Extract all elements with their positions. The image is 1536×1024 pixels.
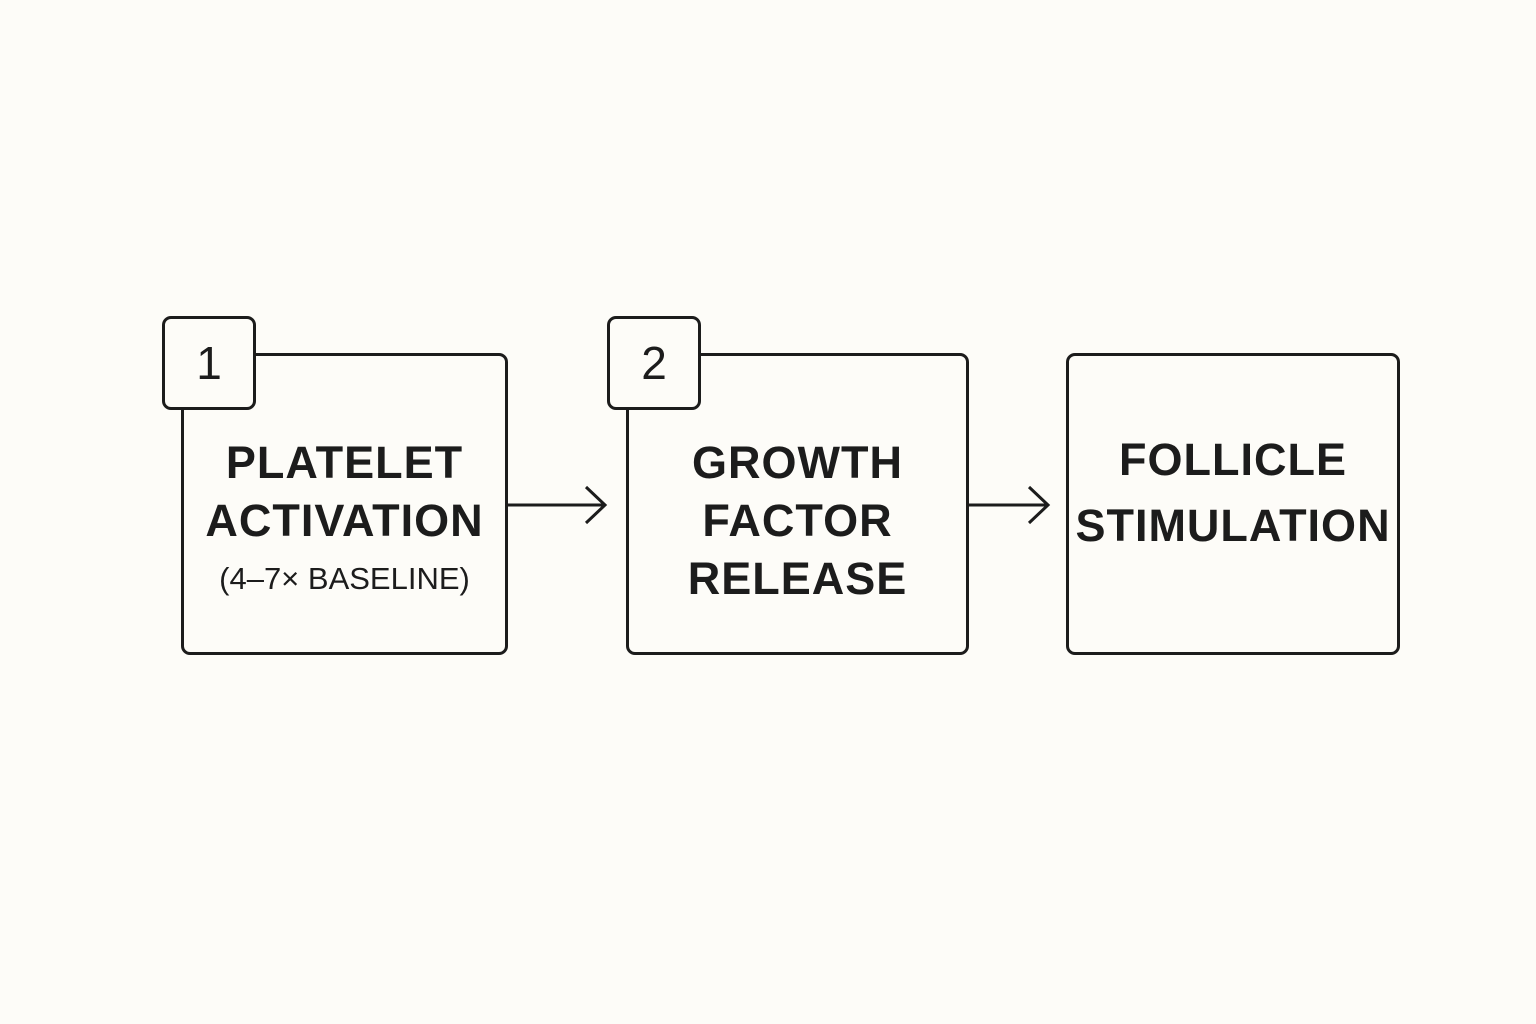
step-title-line: ACTIVATION	[205, 495, 484, 546]
step-title-line: PLATELET	[225, 437, 464, 488]
step-title-line: FACTOR	[702, 495, 893, 546]
step-number-1: 1	[196, 337, 222, 389]
step-box-platelet-activation: PLATELET ACTIVATION (4–7× BASELINE)	[181, 353, 508, 655]
step-title-line: FOLLICLE	[1119, 434, 1347, 485]
step-number-badge-2: 2	[607, 316, 701, 410]
step-title-line: GROWTH	[692, 437, 903, 488]
step-note: (4–7× BASELINE)	[219, 561, 470, 596]
step-title-line: RELEASE	[687, 553, 908, 604]
right-arrow-icon	[508, 485, 608, 525]
step-number-badge-1: 1	[162, 316, 256, 410]
step-title-line: STIMULATION	[1075, 500, 1391, 551]
right-arrow-icon	[969, 485, 1051, 525]
step-number-2: 2	[641, 337, 667, 389]
step-box-follicle-stimulation: FOLLICLE STIMULATION	[1066, 353, 1400, 655]
